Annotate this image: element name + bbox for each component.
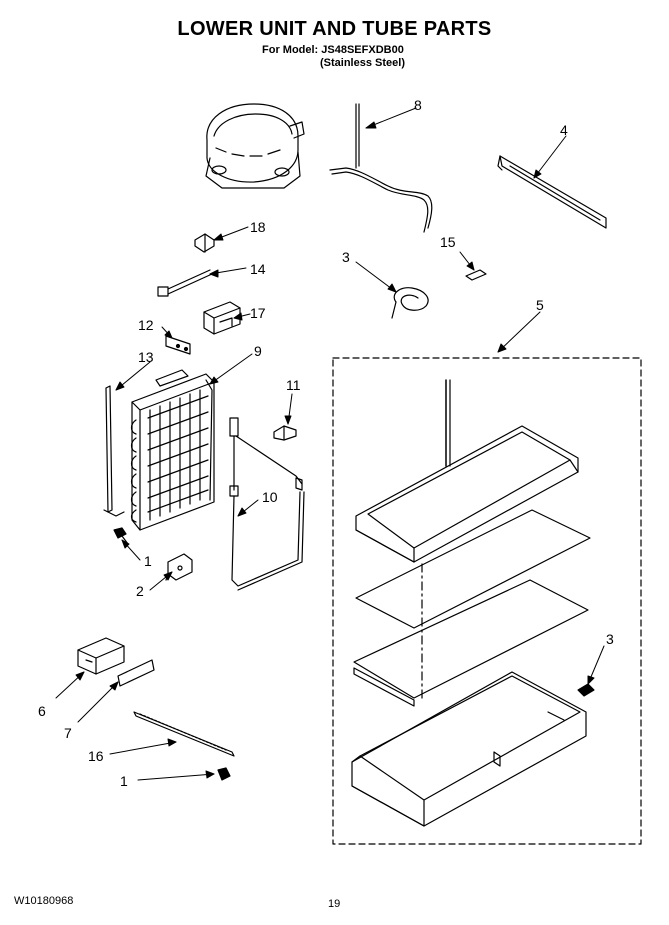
callout-12: 12 <box>138 317 154 333</box>
callout-11: 11 <box>286 377 301 393</box>
callout-15: 15 <box>440 234 456 250</box>
callout-1-upper: 1 <box>144 553 152 569</box>
grommet-part-18 <box>194 233 215 253</box>
screw-part-1-lower <box>217 767 231 781</box>
bar-part-13 <box>103 385 125 517</box>
model-line: For Model: JS48SEFXDB00 <box>262 44 404 56</box>
drain-pan-upper <box>355 379 579 563</box>
bracket-part-6 <box>77 637 125 675</box>
callout-7: 7 <box>64 725 72 741</box>
insulation-sheet-upper <box>355 509 591 629</box>
callout-5: 5 <box>536 297 544 313</box>
callout-3-upper: 3 <box>342 249 350 265</box>
rail-part-4 <box>497 155 607 229</box>
heater-loop-part-10 <box>229 417 305 591</box>
doc-number: W10180968 <box>14 895 74 907</box>
callout-10: 10 <box>262 489 278 505</box>
clip-part-3-upper <box>391 287 429 319</box>
callout-13: 13 <box>138 349 154 365</box>
page-number: 19 <box>328 898 341 910</box>
callout-4: 4 <box>560 122 568 138</box>
callout-2: 2 <box>136 583 144 599</box>
callout-17: 17 <box>250 305 266 321</box>
insulation-sheet-middle <box>353 579 589 699</box>
callout-leaders <box>55 107 605 781</box>
screw-part-1-left <box>113 527 129 545</box>
assembly-box-part-5 <box>332 357 642 845</box>
callout-1-lower: 1 <box>120 773 128 789</box>
callout-14: 14 <box>250 261 266 277</box>
screw-part-3-lower <box>577 683 595 697</box>
insulation-sheet-lower <box>353 667 415 707</box>
callout-9: 9 <box>254 343 262 359</box>
tube-part-8 <box>329 103 433 233</box>
finish-line: (Stainless Steel) <box>320 57 405 69</box>
callout-3-lower: 3 <box>606 631 614 647</box>
evaporator-part-9 <box>130 369 215 531</box>
plate-part-12 <box>165 335 191 355</box>
rod-part-16 <box>133 711 235 757</box>
plate-part-7 <box>117 659 155 687</box>
callout-6: 6 <box>38 703 46 719</box>
compressor-part <box>205 103 305 189</box>
heater-part-14 <box>157 269 213 297</box>
page-title: LOWER UNIT AND TUBE PARTS <box>177 18 492 40</box>
callout-16: 16 <box>88 748 104 764</box>
clip-part-11 <box>273 425 297 441</box>
clip-part-15 <box>465 269 487 281</box>
bracket-part-17 <box>203 301 241 335</box>
drain-pan-lower <box>351 671 587 827</box>
callout-18: 18 <box>250 219 266 235</box>
callout-8: 8 <box>414 97 422 113</box>
